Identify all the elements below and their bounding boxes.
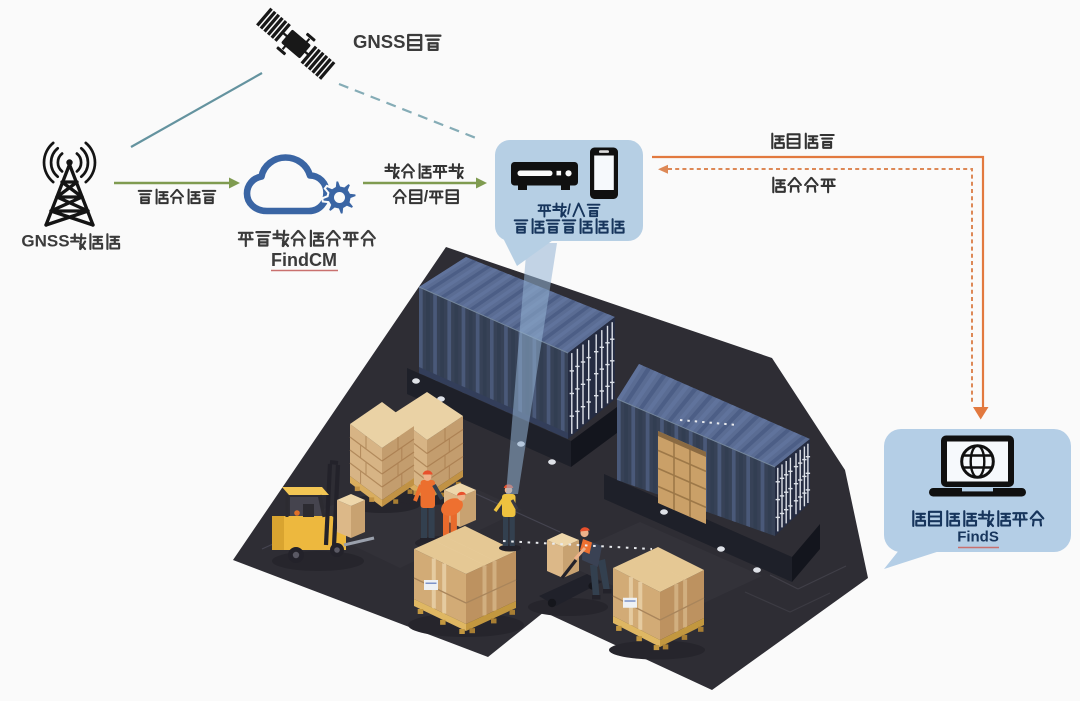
svg-text:GNSS: GNSS xyxy=(353,31,405,52)
svg-text:/: / xyxy=(424,188,429,205)
svg-text:GNSS: GNSS xyxy=(21,232,69,251)
svg-text:FindS: FindS xyxy=(957,529,999,546)
svg-text:/: / xyxy=(567,202,572,219)
svg-text:FindCM: FindCM xyxy=(271,250,337,270)
